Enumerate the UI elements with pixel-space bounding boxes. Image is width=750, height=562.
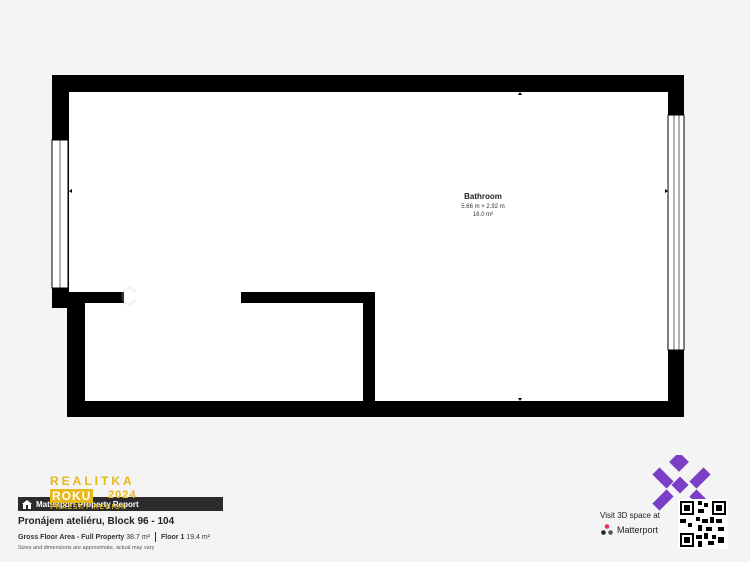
- dimension-marker-left: [69, 189, 72, 193]
- room-name: Bathroom: [464, 192, 502, 201]
- watermark: c: [120, 275, 137, 313]
- gross-area-value: 38.7 m²: [126, 533, 151, 541]
- main-floor-right: [375, 292, 668, 401]
- dimension-marker-top: [518, 92, 522, 95]
- home-icon: [22, 499, 32, 509]
- badge-line2: ROKU: [50, 489, 94, 503]
- property-name: Pronájem ateliéru, Block 96 - 104: [18, 516, 175, 527]
- main-floor: [69, 92, 668, 292]
- matterport-icon: [601, 524, 613, 535]
- disclaimer: Sizes and dimensions are approximate, ac…: [18, 545, 155, 551]
- dimension-marker-right: [665, 189, 668, 193]
- room-label: Bathroom 5.66 m × 2.92 m 16.0 m²: [461, 192, 505, 218]
- lower-room-floor: [85, 303, 363, 401]
- qr-code-icon[interactable]: [678, 499, 728, 549]
- badge-line1: REALITKA: [50, 474, 135, 488]
- lower-room-wall: [69, 292, 375, 401]
- badge-line3: 2024: [108, 489, 137, 501]
- room-dimensions: 5.66 m × 2.92 m: [461, 204, 505, 210]
- matterport-brand: Matterport: [617, 525, 659, 535]
- award-badge: REALITKA ROKU 2024 PRAŽSKÝ REGION: [50, 474, 145, 516]
- dimension-marker-bottom: [518, 398, 522, 401]
- floor-label: Floor 1: [161, 533, 185, 541]
- right-window: [667, 114, 685, 351]
- matterport-logo: Matterport: [601, 524, 658, 536]
- wall-opening: [124, 292, 241, 303]
- gross-area-label: Gross Floor Area - Full Property: [18, 533, 125, 541]
- left-window: [51, 139, 69, 289]
- area-summary: Gross Floor Area - Full Property 38.7 m²…: [18, 532, 210, 542]
- floor-area-value: 19.4 m²: [186, 533, 211, 541]
- report-title: Matterport Property Report: [36, 499, 139, 509]
- area-separator: [155, 532, 157, 542]
- room-area: 16.0 m²: [473, 212, 493, 218]
- visit-text: Visit 3D space at: [600, 511, 660, 520]
- badge-line4: PRAŽSKÝ REGION: [50, 504, 128, 511]
